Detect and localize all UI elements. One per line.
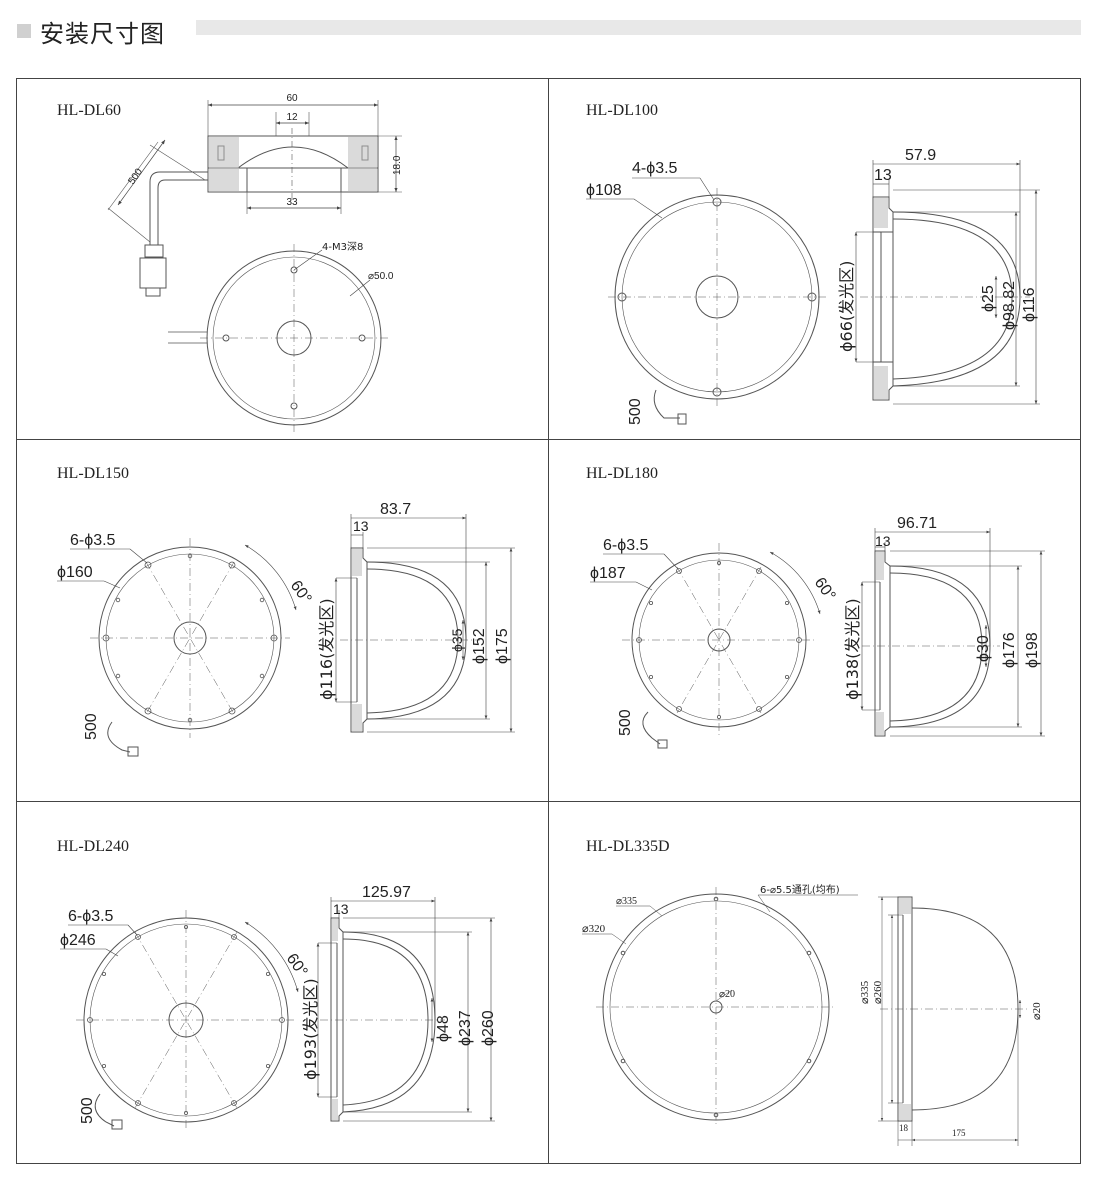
dim-angle: 60° bbox=[287, 578, 315, 608]
dim-side-inner: ⌀260 bbox=[872, 980, 884, 1004]
dim-flange: 13 bbox=[333, 901, 349, 917]
dim-d-large: ϕ116 bbox=[1021, 287, 1038, 322]
dim-cable: 500 bbox=[79, 1097, 96, 1124]
dim-emit: ϕ138(发光区) bbox=[843, 598, 862, 700]
dim-d-small: ϕ25 bbox=[980, 285, 997, 312]
dim-width: 60 bbox=[286, 93, 298, 104]
panel-grid bbox=[16, 78, 1081, 1164]
note-outer: ϕ160 bbox=[57, 564, 93, 581]
dim-bottom: 33 bbox=[286, 197, 298, 208]
dim-d-small: ϕ35 bbox=[449, 628, 465, 652]
dim-emit: ϕ116(发光区) bbox=[317, 598, 336, 700]
dim-flange: 18 bbox=[899, 1123, 909, 1133]
panel-hl-dl335d: HL-DL335D ⌀335 ⌀320 6-⌀5.5通孔(均布) ⌀20 bbox=[582, 838, 1043, 1146]
note-holes: 4-ϕ3.5 bbox=[632, 160, 678, 177]
dim-d-mid: ϕ98.82 bbox=[1001, 281, 1018, 330]
note-holes: 6-ϕ3.5 bbox=[70, 532, 116, 549]
page-title: 安装尺寸图 bbox=[40, 20, 165, 48]
dim-flange: 13 bbox=[353, 518, 369, 534]
note-outer: ϕ108 bbox=[586, 182, 622, 199]
note-outer: ⌀335 bbox=[616, 896, 637, 907]
note-outer: ϕ246 bbox=[60, 932, 96, 949]
model-label: HL-DL335D bbox=[586, 838, 670, 855]
page-header: 安装尺寸图 bbox=[0, 0, 1100, 60]
note-outer: ϕ187 bbox=[590, 565, 626, 582]
dim-height: 18.0 bbox=[392, 155, 403, 175]
dim-side-outer: ⌀335 bbox=[859, 980, 871, 1004]
dim-d-small: ϕ48 bbox=[435, 1015, 452, 1042]
note-holes: 4-M3深8 bbox=[322, 241, 363, 253]
dim-side-small: ⌀20 bbox=[1031, 1002, 1043, 1020]
dim-angle: 60° bbox=[283, 951, 311, 981]
dim-emit: ϕ66(发光区) bbox=[837, 261, 856, 352]
note-pcd: ⌀320 bbox=[582, 923, 606, 935]
dim-flange: 13 bbox=[874, 167, 892, 184]
dim-depth: 96.71 bbox=[897, 515, 937, 532]
dim-d-mid: ϕ152 bbox=[471, 628, 488, 664]
model-label: HL-DL60 bbox=[57, 102, 121, 119]
note-holes: 6-ϕ3.5 bbox=[603, 537, 649, 554]
panel-hl-dl150: HL-DL150 60° 6-ϕ3.5 ϕ160 500 bbox=[57, 465, 515, 757]
header-square-icon bbox=[17, 24, 31, 38]
dim-cable: 500 bbox=[83, 713, 100, 740]
panel-hl-dl100: HL-DL100 500 4-ϕ3.5 ϕ108 bbox=[586, 102, 1040, 425]
dim-flange: 13 bbox=[875, 533, 891, 549]
dim-cable: 500 bbox=[627, 398, 644, 425]
note-holes: 6-ϕ3.5 bbox=[68, 908, 114, 925]
model-label: HL-DL100 bbox=[586, 102, 658, 119]
dim-d-large: ϕ260 bbox=[480, 1010, 497, 1046]
dim-depth: 83.7 bbox=[380, 501, 411, 518]
dim-emit: ϕ193(发光区) bbox=[301, 978, 320, 1080]
model-label: HL-DL240 bbox=[57, 838, 129, 855]
header-rule bbox=[196, 20, 1081, 35]
panel-hl-dl240: HL-DL240 60° 6-ϕ3.5 ϕ246 500 bbox=[57, 838, 497, 1130]
dim-depth: 125.97 bbox=[362, 884, 411, 901]
dim-d-mid: ϕ176 bbox=[1001, 632, 1018, 668]
dim-d-mid: ϕ237 bbox=[457, 1010, 474, 1046]
dim-d-large: ϕ175 bbox=[494, 628, 511, 664]
note-center: ⌀20 bbox=[719, 989, 735, 1000]
model-label: HL-DL150 bbox=[57, 465, 129, 482]
dim-depth: 57.9 bbox=[905, 147, 936, 164]
panel-hl-dl60: HL-DL60 60 1 bbox=[57, 93, 403, 432]
model-label: HL-DL180 bbox=[586, 465, 658, 482]
note-holes: 6-⌀5.5通孔(均布) bbox=[760, 884, 840, 896]
dim-cable: 500 bbox=[126, 166, 145, 186]
dim-d-large: ϕ198 bbox=[1024, 632, 1041, 668]
note-pcd: ⌀50.0 bbox=[368, 271, 394, 282]
panel-hl-dl180: HL-DL180 60° 6-ϕ3.5 ϕ187 500 bbox=[586, 465, 1045, 749]
dim-inner: 12 bbox=[286, 112, 298, 123]
dim-depth: 175 bbox=[952, 1128, 966, 1138]
dim-d-small: ϕ30 bbox=[975, 635, 992, 662]
dim-cable: 500 bbox=[617, 709, 634, 736]
